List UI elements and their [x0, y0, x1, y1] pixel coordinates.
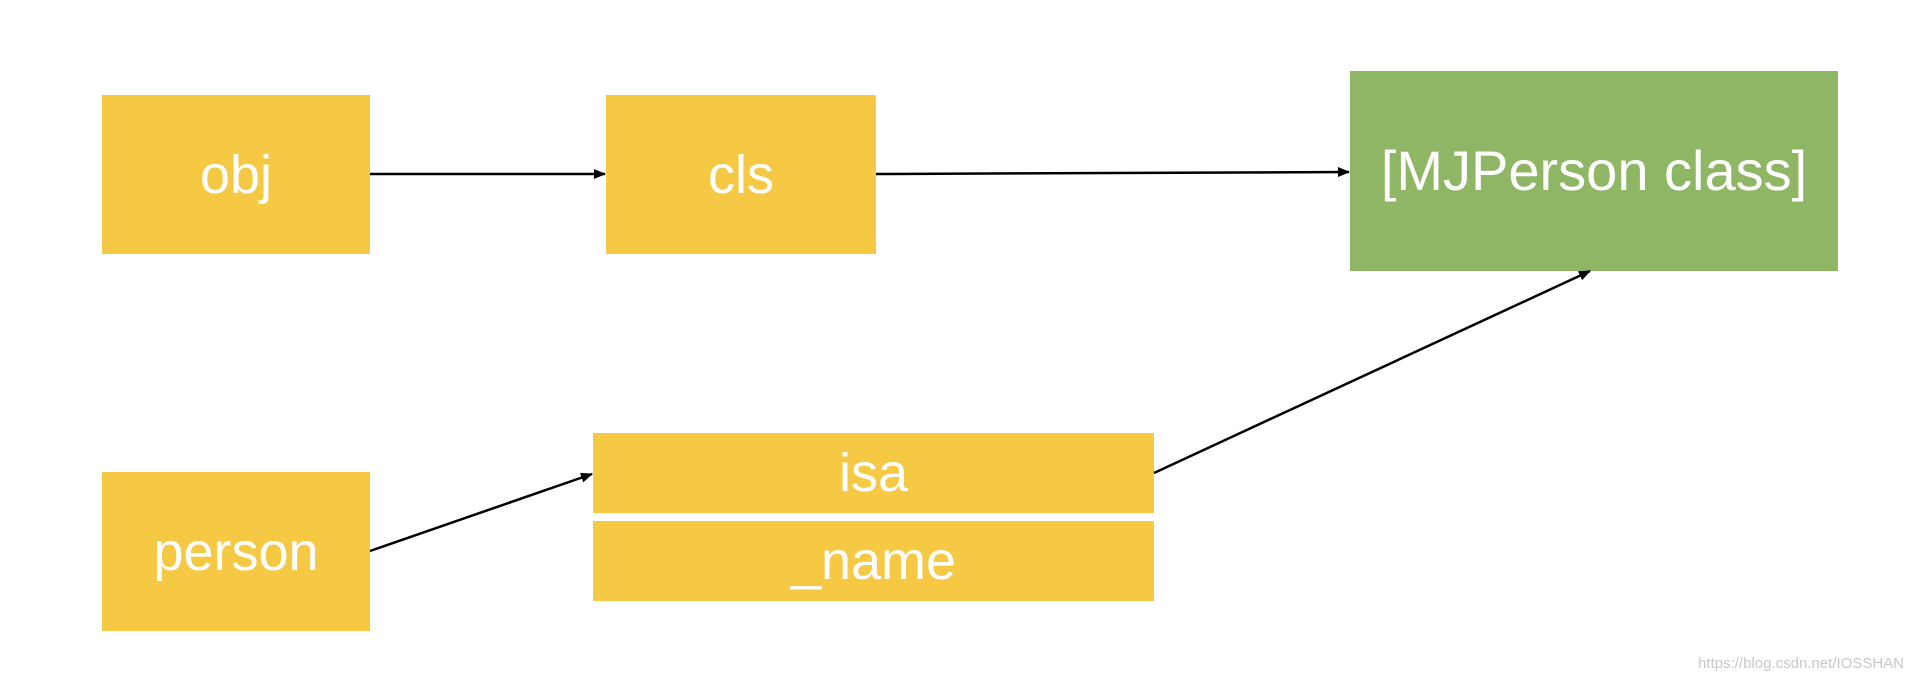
isa-field: isa [593, 433, 1154, 513]
name-label: _name [790, 531, 957, 591]
isa-label: isa [838, 443, 909, 503]
arrow-isa-to-class [1153, 269, 1591, 475]
name-field: _name [593, 521, 1154, 601]
cls-label: cls [708, 144, 774, 205]
mjperson-class-node: [MJPerson class] [1350, 71, 1838, 271]
person-node: person [102, 472, 370, 631]
mjperson-class-label: [MJPerson class] [1380, 139, 1808, 202]
cls-node: cls [606, 95, 876, 254]
arrow-cls-to-class [875, 167, 1350, 178]
arrow-person-to-isa [369, 472, 593, 553]
obj-node: obj [102, 95, 370, 254]
obj-label: obj [199, 144, 273, 205]
watermark: https://blog.csdn.net/IOSSHAN [1698, 655, 1904, 672]
person-label: person [153, 521, 319, 582]
